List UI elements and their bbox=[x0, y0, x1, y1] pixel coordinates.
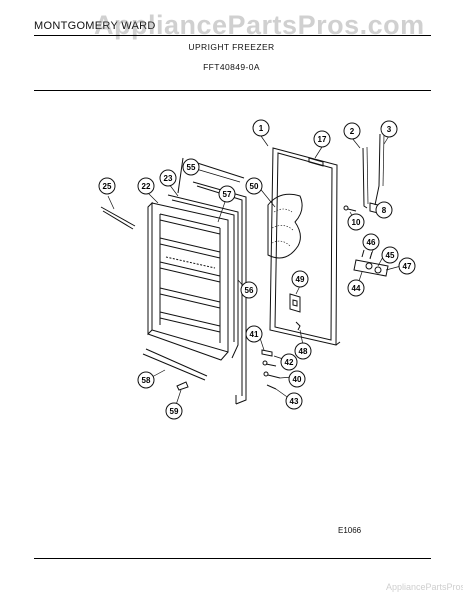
part-49-bracket bbox=[289, 293, 301, 313]
footer-watermark: AppliancePartsPros.com bbox=[386, 582, 463, 592]
callout-49: 49 bbox=[291, 270, 309, 288]
svg-text:41: 41 bbox=[250, 330, 259, 339]
callouts: 1 2 3 8 10 17 22 23 25 40 41 42 43 44 45… bbox=[98, 119, 416, 420]
callout-46: 46 bbox=[362, 233, 380, 251]
callout-58: 58 bbox=[137, 371, 155, 389]
svg-text:40: 40 bbox=[293, 375, 302, 384]
callout-3: 3 bbox=[380, 120, 398, 138]
callout-44: 44 bbox=[347, 279, 365, 297]
svg-text:1: 1 bbox=[259, 124, 264, 133]
svg-text:50: 50 bbox=[250, 182, 259, 191]
part-22-door-liner bbox=[147, 201, 229, 361]
svg-text:2: 2 bbox=[350, 127, 355, 136]
svg-text:48: 48 bbox=[299, 347, 308, 356]
part-2-rod bbox=[362, 147, 368, 209]
callout-55: 55 bbox=[182, 158, 200, 176]
svg-text:55: 55 bbox=[187, 163, 196, 172]
diagram-code: E1066 bbox=[338, 526, 362, 535]
svg-text:59: 59 bbox=[170, 407, 179, 416]
callout-10: 10 bbox=[347, 213, 365, 231]
svg-text:8: 8 bbox=[382, 206, 387, 215]
part-3-rod bbox=[374, 133, 381, 206]
svg-text:42: 42 bbox=[285, 358, 294, 367]
svg-text:58: 58 bbox=[142, 376, 151, 385]
part-41-screw bbox=[261, 349, 273, 357]
svg-text:10: 10 bbox=[352, 218, 361, 227]
callout-2: 2 bbox=[343, 122, 361, 140]
model-number: FFT40849-0A bbox=[203, 62, 260, 72]
svg-text:23: 23 bbox=[164, 174, 173, 183]
callout-40: 40 bbox=[288, 370, 306, 388]
callout-41: 41 bbox=[245, 325, 263, 343]
callout-48: 48 bbox=[294, 342, 312, 360]
callout-17: 17 bbox=[313, 130, 331, 148]
door-outer-shell bbox=[192, 181, 247, 405]
part-25-rail bbox=[100, 206, 136, 230]
callout-47: 47 bbox=[398, 257, 416, 275]
callout-50: 50 bbox=[245, 177, 263, 195]
part-59-clip bbox=[176, 381, 189, 391]
footer-rule bbox=[34, 558, 431, 559]
callout-1: 1 bbox=[252, 119, 270, 137]
part-40-washer bbox=[267, 374, 281, 379]
callout-23: 23 bbox=[159, 169, 177, 187]
part-42-screw bbox=[265, 363, 277, 367]
svg-text:25: 25 bbox=[103, 182, 112, 191]
svg-text:44: 44 bbox=[352, 284, 361, 293]
callout-56: 56 bbox=[240, 281, 258, 299]
title-rule bbox=[34, 90, 431, 91]
part-48-stud bbox=[295, 321, 301, 331]
callout-59: 59 bbox=[165, 402, 183, 420]
svg-text:56: 56 bbox=[245, 286, 254, 295]
brand-label: MONTGOMERY WARD bbox=[34, 20, 156, 32]
part-58-trim bbox=[142, 348, 208, 381]
diagram-title: UPRIGHT FREEZER bbox=[188, 42, 275, 52]
svg-text:22: 22 bbox=[142, 182, 151, 191]
callout-57: 57 bbox=[218, 185, 236, 203]
callout-8: 8 bbox=[375, 201, 393, 219]
callout-42: 42 bbox=[280, 353, 298, 371]
header-rule bbox=[34, 35, 431, 36]
svg-text:17: 17 bbox=[318, 135, 327, 144]
svg-text:47: 47 bbox=[403, 262, 412, 271]
callout-22: 22 bbox=[137, 177, 155, 195]
callout-45: 45 bbox=[381, 246, 399, 264]
callout-43: 43 bbox=[285, 392, 303, 410]
part-43-screw bbox=[266, 384, 277, 390]
part-17-label bbox=[308, 157, 324, 167]
part-50-insulation bbox=[267, 193, 303, 259]
svg-text:45: 45 bbox=[386, 251, 395, 260]
svg-text:46: 46 bbox=[367, 238, 376, 247]
svg-text:3: 3 bbox=[387, 125, 392, 134]
part-10-screw bbox=[347, 208, 357, 212]
part-1-cabinet bbox=[269, 147, 341, 346]
svg-text:49: 49 bbox=[296, 275, 305, 284]
svg-text:57: 57 bbox=[223, 190, 232, 199]
callout-25: 25 bbox=[98, 177, 116, 195]
svg-text:43: 43 bbox=[290, 397, 299, 406]
